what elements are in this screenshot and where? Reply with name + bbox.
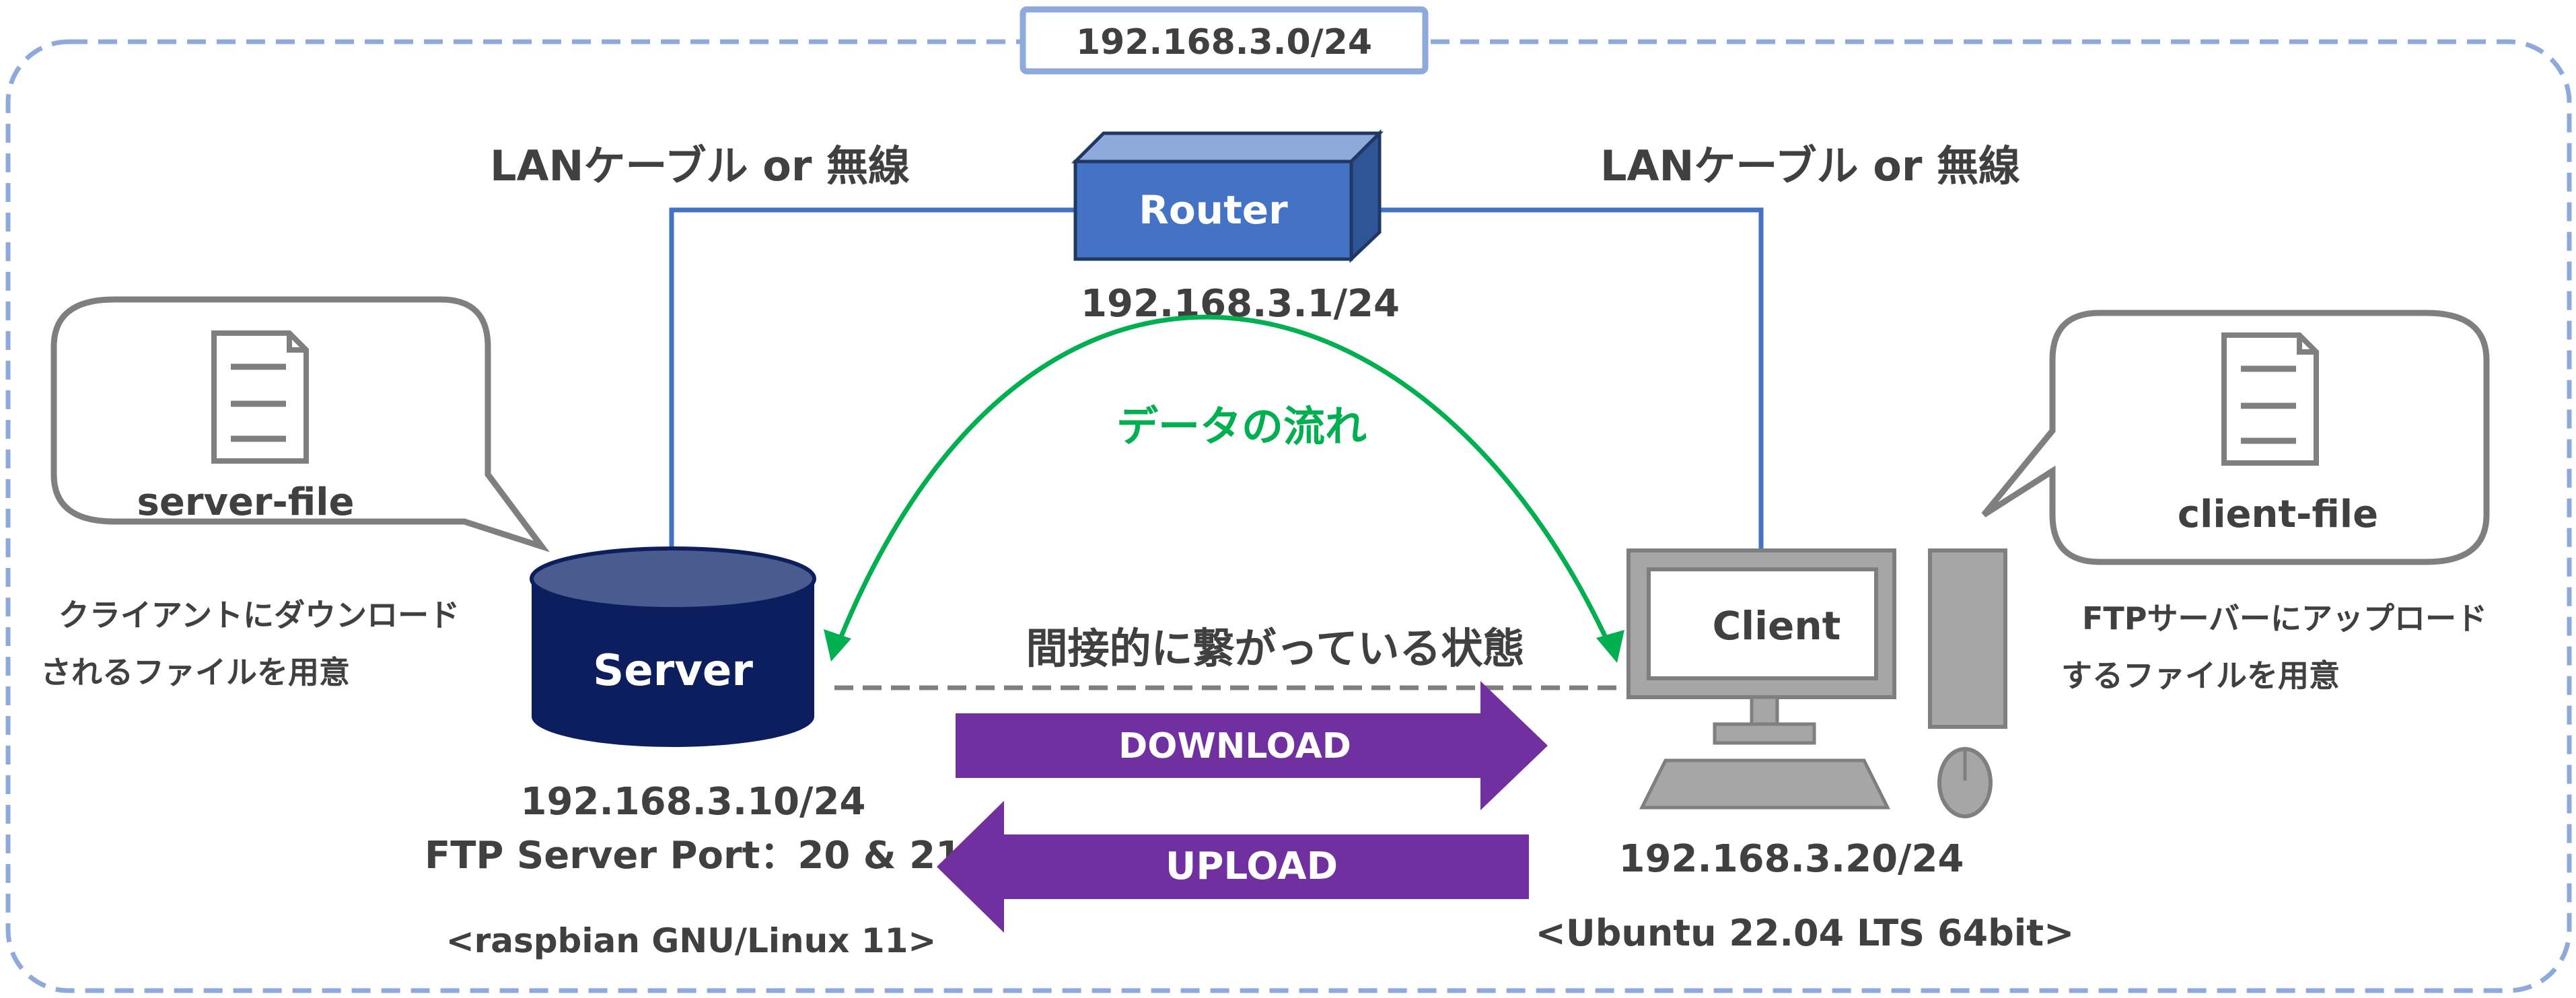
router-box-icon [1071,129,1384,263]
database-cylinder-icon [530,546,816,747]
desktop-computer-icon [1626,548,2007,818]
router-name: Router [1139,187,1288,233]
download-arrow [956,681,1548,810]
client-document-icon [2221,332,2319,466]
server-document-icon [211,330,309,464]
subnet-label-box [1019,6,1429,75]
server-note-line1: クライアントにダウンロード [59,597,460,633]
server-port: FTP Server Port：20 & 21 [425,834,962,878]
subnet-label: 192.168.3.0/24 [1076,22,1372,63]
data-flow-arrowhead-client [1596,630,1624,663]
client-os: <Ubuntu 22.04 LTS 64bit> [1536,912,2075,954]
data-flow-label: データの流れ [1116,402,1367,451]
client-note-line1: FTPサーバーにアップロード [2082,600,2487,637]
server-name: Server [593,646,753,696]
client-file-name: client-file [2178,493,2378,536]
cable-server-router [669,207,1082,555]
server-ip: 192.168.3.10/24 [521,780,866,824]
server-note-line2: されるファイルを用意 [40,654,350,690]
cable-router-client [1356,207,1764,548]
client-name: Client [1713,603,1841,649]
data-flow-curve [835,314,1612,647]
data-flow-arrowhead-server [824,629,851,662]
indirect-connection-label: 間接的に繋がっている状態 [1026,624,1525,673]
server-file-name: server-file [137,480,355,524]
client-note-line2: するファイルを用意 [2061,657,2340,694]
upload-label: UPLOAD [1166,845,1338,888]
download-label: DOWNLOAD [1118,726,1351,767]
server-os: <raspbian GNU/Linux 11> [446,921,937,960]
link-label-left: LANケーブル or 無線 [490,141,910,190]
link-label-right: LANケーブル or 無線 [1600,141,2020,190]
upload-arrow [937,801,1529,933]
client-ip: 192.168.3.20/24 [1619,837,1964,881]
